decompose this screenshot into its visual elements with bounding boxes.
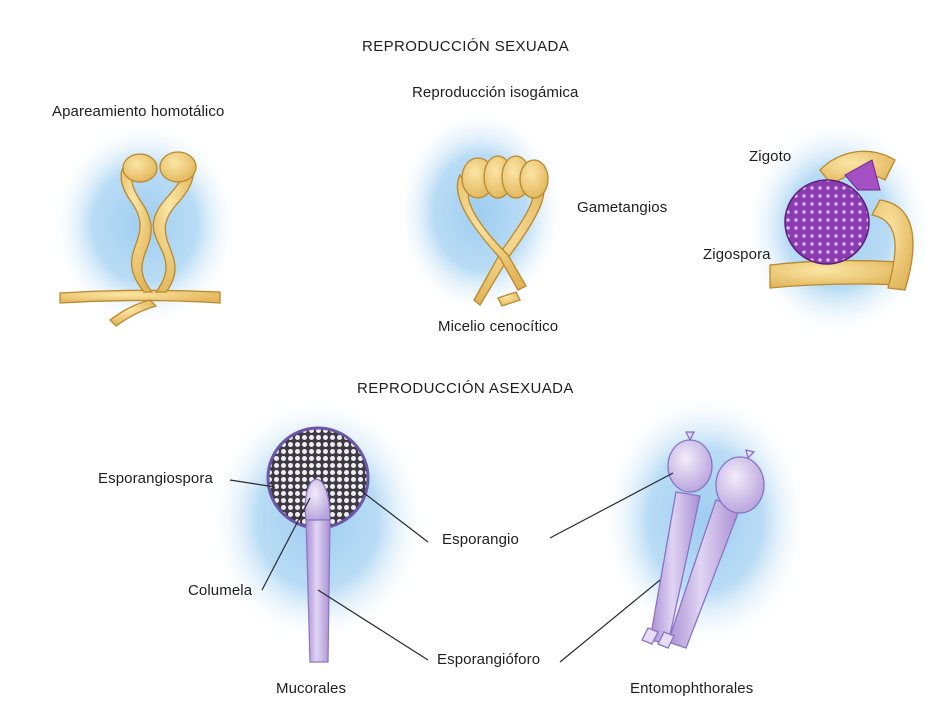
- gametangia-label: Gametangios: [577, 199, 667, 216]
- coenocytic-mycelium-label: Micelio cenocítico: [438, 318, 558, 335]
- entomophthorales-label: Entomophthorales: [630, 680, 753, 697]
- sporangiophore-label: Esporangióforo: [437, 651, 540, 668]
- homothallic-mating-label: Apareamiento homotálico: [52, 103, 224, 120]
- zygospore-label: Zigospora: [703, 246, 771, 263]
- halo-isogamic: [395, 107, 565, 317]
- columella-label: Columela: [188, 582, 252, 599]
- zygote-label: Zigoto: [749, 148, 791, 165]
- isogamic-reproduction-label: Reproducción isogámica: [412, 84, 578, 101]
- sporangium-label: Esporangio: [442, 531, 519, 548]
- mucorales-label: Mucorales: [276, 680, 346, 697]
- sporangiospore-label: Esporangiospora: [98, 470, 213, 487]
- asexual-reproduction-title: REPRODUCCIÓN ASEXUADA: [357, 380, 574, 397]
- sexual-reproduction-title: REPRODUCCIÓN SEXUADA: [362, 38, 569, 55]
- halo-entomophthorales: [600, 390, 810, 650]
